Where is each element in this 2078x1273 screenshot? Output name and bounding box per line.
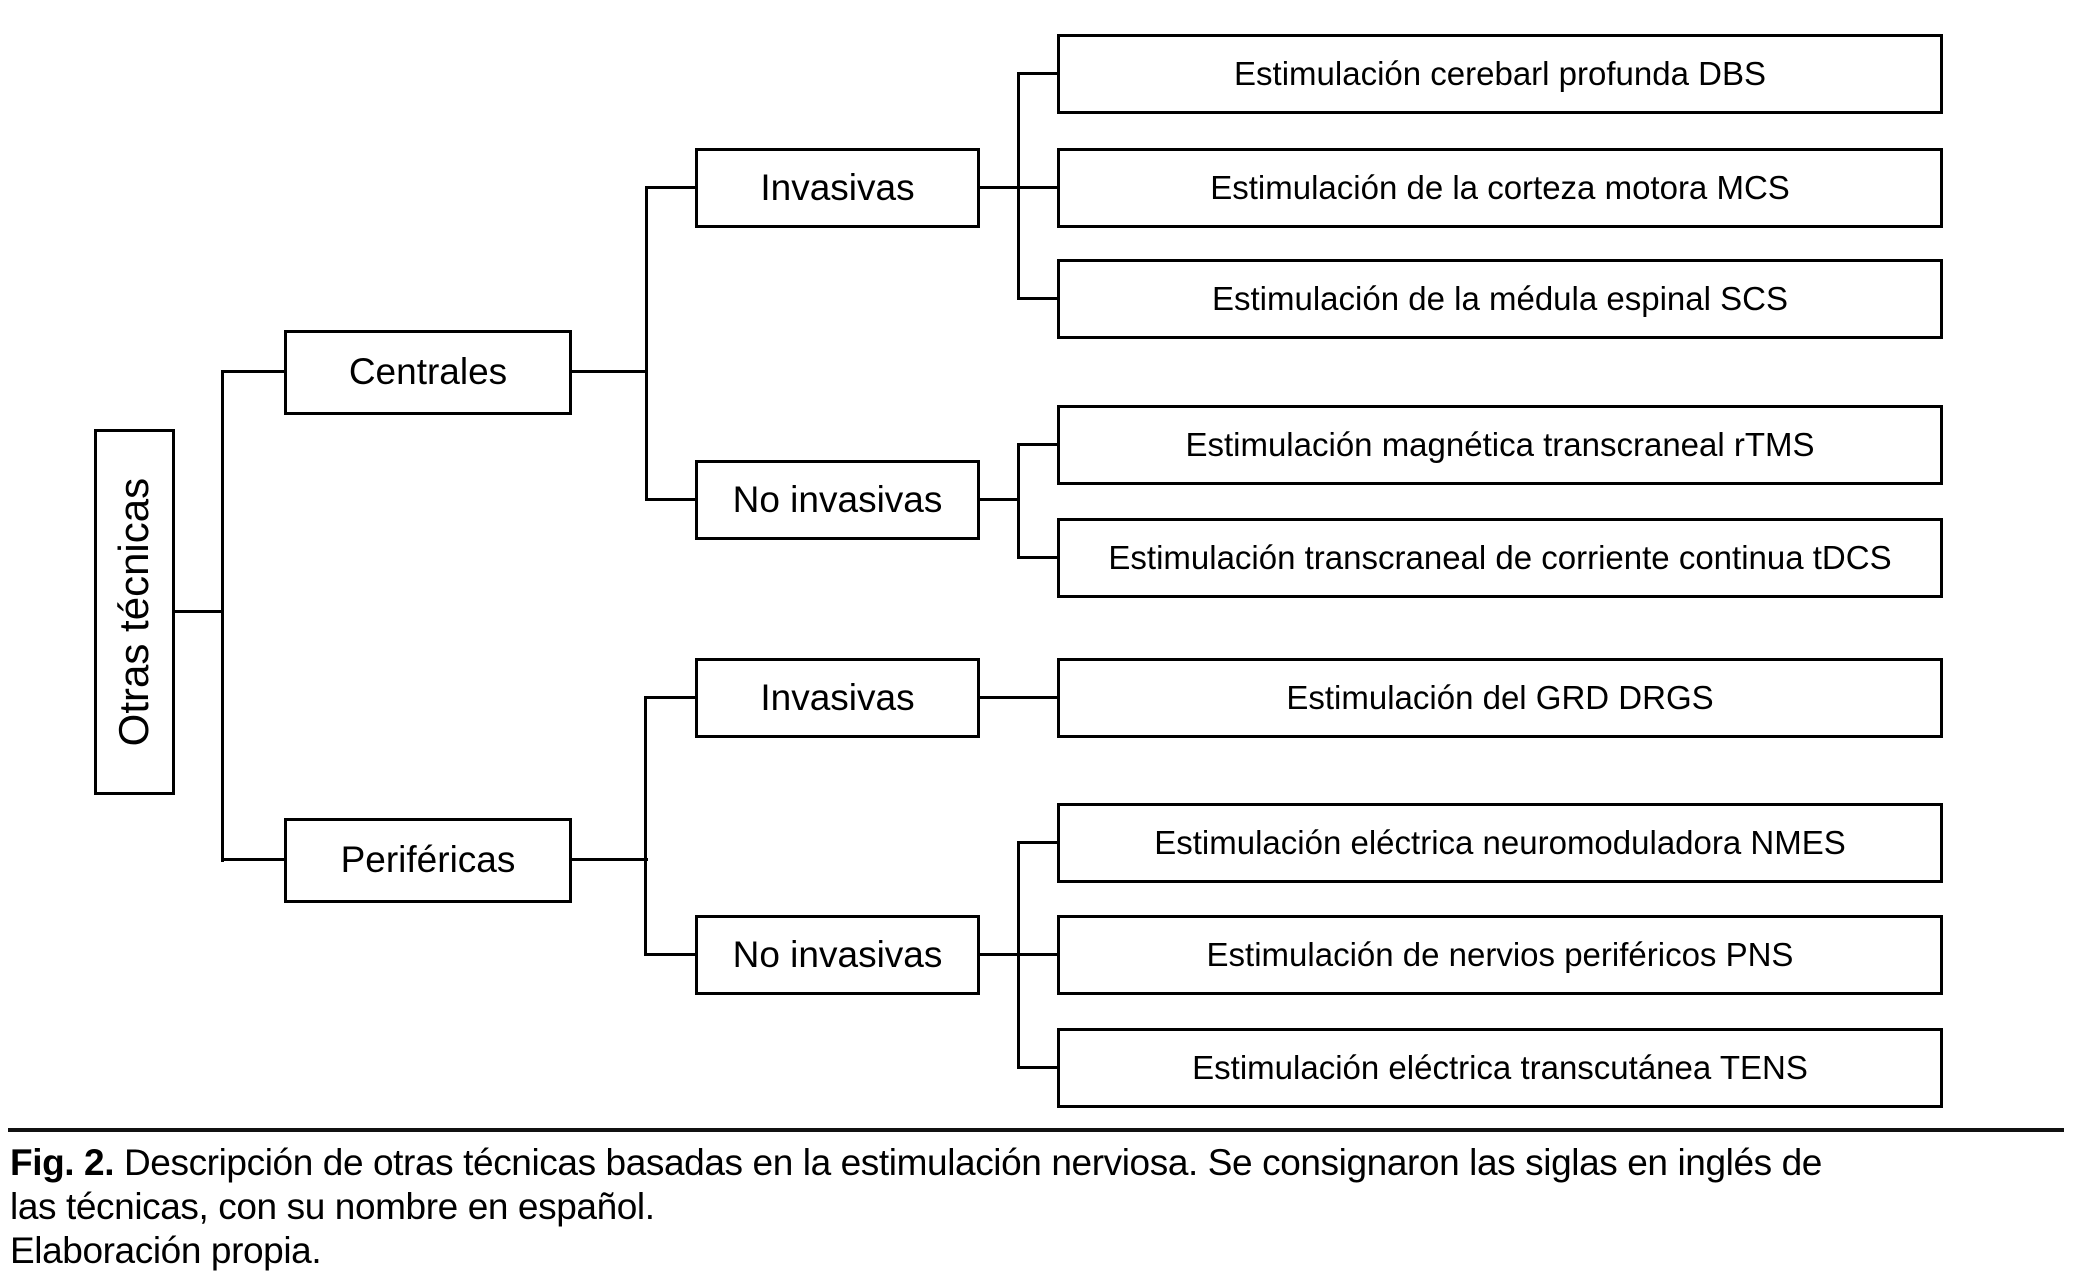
leaf-dbs-label: Estimulación cerebarl profunda DBS xyxy=(1234,54,1766,92)
connector-tdcs-stub xyxy=(1017,556,1057,559)
node-centrales-no-invasivas: No invasivas xyxy=(695,460,980,540)
connector-centrales-invasivas-stub xyxy=(645,186,695,189)
leaf-nmes-label: Estimulación eléctrica neuromoduladora N… xyxy=(1154,823,1846,861)
connector-no-invasivas-spine xyxy=(1017,443,1020,559)
connector-perifericas-out xyxy=(572,858,648,861)
connector-rtms-stub xyxy=(1017,443,1057,446)
connector-tens-stub xyxy=(1017,1066,1057,1069)
caption-line-2: las técnicas, con su nombre en español. xyxy=(10,1186,655,1227)
node-otras-tecnicas: Otras técnicas xyxy=(94,429,175,795)
caption: Fig. 2. Descripción de otras técnicas ba… xyxy=(10,1141,2070,1273)
connector-centrales-out xyxy=(572,370,648,373)
caption-line-3: Elaboración propia. xyxy=(10,1230,322,1271)
connector-no-invasivas-out xyxy=(980,498,1020,501)
connector-centrales-no-invasivas-stub xyxy=(645,498,695,501)
leaf-mcs-label: Estimulación de la corteza motora MCS xyxy=(1210,168,1790,206)
connector-drgs-stub xyxy=(980,696,1057,699)
connector-centrales-spine xyxy=(645,186,648,501)
leaf-pns: Estimulación de nervios periféricos PNS xyxy=(1057,915,1943,995)
node-perifericas-invasivas: Invasivas xyxy=(695,658,980,738)
leaf-scs-label: Estimulación de la médula espinal SCS xyxy=(1212,279,1788,317)
connector-no-invasivas2-spine xyxy=(1017,841,1020,1069)
node-perifericas: Periféricas xyxy=(284,818,572,903)
node-centrales-label: Centrales xyxy=(348,351,508,393)
connector-scs-stub xyxy=(1017,297,1057,300)
leaf-tens-label: Estimulación eléctrica transcutánea TENS xyxy=(1192,1048,1808,1086)
leaf-dbs: Estimulación cerebarl profunda DBS xyxy=(1057,34,1943,114)
connector-root-stub xyxy=(175,610,223,613)
caption-line-1: Fig. 2. Descripción de otras técnicas ba… xyxy=(10,1141,2070,1185)
leaf-mcs: Estimulación de la corteza motora MCS xyxy=(1057,148,1943,228)
connector-perifericas-no-invasivas-stub xyxy=(644,953,695,956)
leaf-drgs: Estimulación del GRD DRGS xyxy=(1057,658,1943,738)
leaf-pns-label: Estimulación de nervios periféricos PNS xyxy=(1206,935,1794,973)
node-centrales-invasivas-label: Invasivas xyxy=(760,166,915,208)
leaf-tdcs-label: Estimulación transcraneal de corriente c… xyxy=(1108,538,1892,576)
node-centrales: Centrales xyxy=(284,330,572,415)
node-centrales-invasivas: Invasivas xyxy=(695,148,980,228)
connector-nmes-stub xyxy=(1017,841,1057,844)
caption-divider xyxy=(8,1128,2064,1132)
node-perifericas-invasivas-label: Invasivas xyxy=(760,676,915,718)
node-perifericas-no-invasivas: No invasivas xyxy=(695,915,980,995)
node-perifericas-label: Periféricas xyxy=(340,839,516,881)
leaf-tens: Estimulación eléctrica transcutánea TENS xyxy=(1057,1028,1943,1108)
node-centrales-no-invasivas-label: No invasivas xyxy=(732,478,943,520)
leaf-drgs-label: Estimulación del GRD DRGS xyxy=(1286,678,1714,716)
leaf-scs: Estimulación de la médula espinal SCS xyxy=(1057,259,1943,339)
connector-dbs-stub xyxy=(1017,72,1057,75)
connector-perifericas-invasivas-stub xyxy=(644,696,695,699)
connector-invasivas-spine xyxy=(1017,72,1020,300)
leaf-tdcs: Estimulación transcraneal de corriente c… xyxy=(1057,518,1943,598)
node-otras-tecnicas-label: Otras técnicas xyxy=(110,477,158,747)
connector-perifericas-stub xyxy=(221,858,284,861)
connector-perifericas-spine xyxy=(644,696,647,956)
leaf-rtms: Estimulación magnética transcraneal rTMS xyxy=(1057,405,1943,485)
leaf-rtms-label: Estimulación magnética transcraneal rTMS xyxy=(1185,425,1815,463)
caption-line-1-text: Descripción de otras técnicas basadas en… xyxy=(114,1142,1822,1183)
connector-centrales-stub xyxy=(221,370,284,373)
leaf-nmes: Estimulación eléctrica neuromoduladora N… xyxy=(1057,803,1943,883)
figure-label: Fig. 2. xyxy=(10,1142,115,1183)
node-perifericas-no-invasivas-label: No invasivas xyxy=(732,933,943,975)
connector-root-spine xyxy=(221,370,224,862)
